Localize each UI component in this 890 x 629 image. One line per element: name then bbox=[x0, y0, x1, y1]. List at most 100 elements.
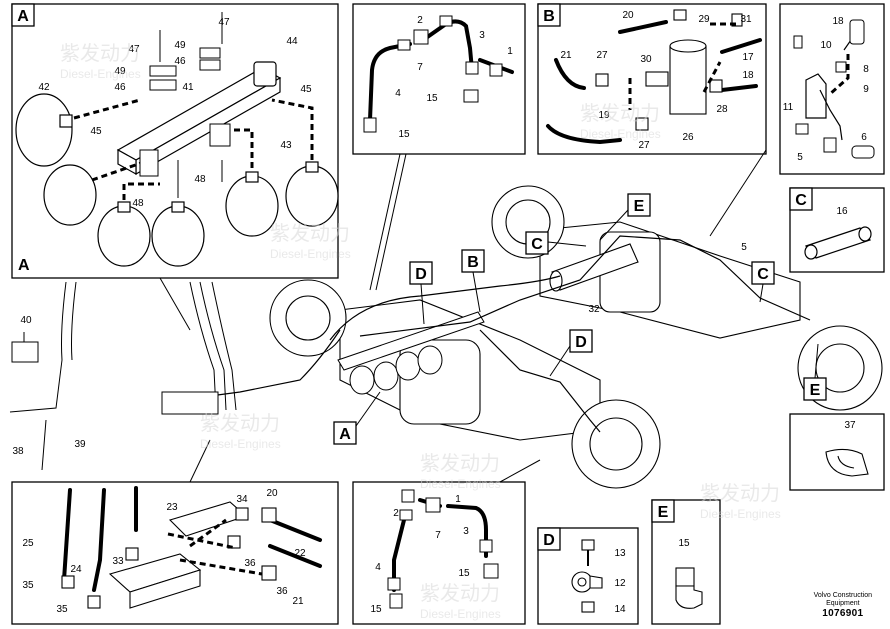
part-label: 2 bbox=[393, 508, 399, 519]
watermark-en: Diesel-Engines bbox=[270, 247, 351, 261]
brand-line-1: Volvo Construction bbox=[813, 592, 872, 599]
part-label: 16 bbox=[836, 206, 848, 217]
watermark-en: Diesel-Engines bbox=[200, 437, 281, 451]
part-label: 33 bbox=[112, 556, 124, 567]
main-part-numbers: 5 32 40 38 39 bbox=[12, 242, 747, 457]
part-label: 38 bbox=[12, 446, 24, 457]
panel-c: C 16 bbox=[789, 187, 885, 273]
part-label: 10 bbox=[820, 40, 832, 51]
right-top-dashed bbox=[829, 54, 850, 96]
bottom-left-part-numbers: 23 34 20 25 24 33 36 22 35 35 36 21 bbox=[22, 488, 306, 615]
part-label: 12 bbox=[614, 578, 626, 589]
panel-a-letter-bottom: A bbox=[18, 257, 30, 274]
axle-assembly: 5 32 40 38 39 bbox=[9, 185, 883, 489]
watermark-en: Diesel-Engines bbox=[60, 67, 141, 81]
part-label: 28 bbox=[716, 104, 728, 115]
part-label: 7 bbox=[435, 530, 441, 541]
part-label: 27 bbox=[638, 140, 650, 151]
part-label: 40 bbox=[20, 315, 32, 326]
panel-a: A A bbox=[11, 3, 339, 279]
callout-c-right: C bbox=[751, 261, 775, 303]
part-label: 29 bbox=[698, 14, 710, 25]
part-label: 45 bbox=[300, 84, 312, 95]
panel-a-part-numbers: 47 47 49 46 49 46 41 44 45 42 45 43 48 4… bbox=[38, 17, 312, 209]
top-pipe-part-numbers: 2 3 1 7 4 15 15 bbox=[395, 15, 513, 140]
part-label: 49 bbox=[114, 66, 126, 77]
cover-detail-panel: 37 bbox=[789, 413, 885, 491]
elbow-fitting bbox=[675, 567, 703, 609]
part-label: 15 bbox=[458, 568, 470, 579]
bracket-and-pipe bbox=[805, 29, 859, 141]
part-label: 36 bbox=[244, 558, 256, 569]
drawing-number: 1076901 bbox=[822, 608, 864, 619]
watermark-cn: 紫发动力 bbox=[60, 42, 140, 65]
part-label: 31 bbox=[740, 14, 752, 25]
bottom-pipe-part-numbers: 1 2 7 3 4 15 15 bbox=[370, 494, 470, 615]
callout-letter: D bbox=[415, 266, 427, 283]
watermark-cn: 紫发动力 bbox=[700, 482, 780, 505]
part-label: 34 bbox=[236, 494, 248, 505]
part-label: 44 bbox=[286, 36, 298, 47]
bottom-left-dashed bbox=[167, 518, 263, 576]
part-label: 46 bbox=[114, 82, 126, 93]
part-label: 17 bbox=[742, 52, 754, 63]
callout-a: A bbox=[333, 391, 381, 445]
panel-b-letter: B bbox=[543, 8, 555, 25]
panel-e: E 15 bbox=[651, 499, 721, 625]
part-label: 1 bbox=[455, 494, 461, 505]
part-label: 20 bbox=[266, 488, 278, 499]
part-label: 39 bbox=[74, 439, 86, 450]
callout-c-rear: C bbox=[525, 231, 587, 255]
part-label: 47 bbox=[218, 17, 230, 28]
callout-d-top: D bbox=[409, 261, 433, 325]
watermark-cn: 紫发动力 bbox=[420, 582, 500, 605]
right-top-fittings bbox=[793, 19, 875, 159]
part-label: 27 bbox=[596, 50, 608, 61]
panel-a-brackets bbox=[139, 12, 231, 198]
part-label: 18 bbox=[742, 70, 754, 81]
part-label: 6 bbox=[861, 132, 867, 143]
valve-block bbox=[61, 501, 277, 609]
part-label: 3 bbox=[479, 30, 485, 41]
panel-d-letter: D bbox=[543, 532, 555, 549]
wiring-harness bbox=[9, 281, 237, 471]
part-label: 11 bbox=[783, 102, 794, 113]
part-label: 20 bbox=[622, 10, 634, 21]
watermark-cn: 紫发动力 bbox=[580, 102, 660, 125]
callout-b: B bbox=[461, 249, 485, 313]
panel-d: D 13 12 14 bbox=[537, 527, 639, 625]
pipe-fittings bbox=[363, 15, 503, 133]
part-label: 21 bbox=[560, 50, 572, 61]
part-label: 22 bbox=[294, 548, 306, 559]
part-label: 8 bbox=[863, 64, 869, 75]
brand-line-2: Equipment bbox=[826, 600, 860, 607]
callout-letter: E bbox=[810, 382, 821, 399]
part-label: 45 bbox=[90, 126, 102, 137]
part-label: 48 bbox=[132, 198, 144, 209]
watermark-en: Diesel-Engines bbox=[580, 127, 661, 141]
part-label: 18 bbox=[832, 16, 844, 27]
brake-lines bbox=[179, 235, 811, 433]
callout-letter: B bbox=[467, 254, 479, 271]
part-label: 5 bbox=[797, 152, 803, 163]
part-label: 24 bbox=[70, 564, 82, 575]
panel-d-part-numbers: 13 12 14 bbox=[614, 548, 626, 615]
watermark-cn: 紫发动力 bbox=[270, 222, 350, 245]
panel-e-letter: E bbox=[658, 504, 669, 521]
part-label: 9 bbox=[863, 84, 869, 95]
hydraulic-hoses bbox=[62, 486, 322, 592]
callout-letter: A bbox=[339, 426, 351, 443]
hydraulic-manifold-block bbox=[116, 61, 282, 176]
part-label: 32 bbox=[588, 304, 600, 315]
callout-letter: E bbox=[634, 198, 645, 215]
part-label: 41 bbox=[182, 82, 194, 93]
watermark-en: Diesel-Engines bbox=[700, 507, 781, 521]
pipe-detail-panel-right-top: 18 10 8 9 11 5 6 bbox=[779, 3, 885, 175]
panel-b-part-numbers: 20 29 31 21 27 30 17 18 19 28 27 26 bbox=[560, 10, 754, 151]
part-label: 30 bbox=[640, 54, 652, 65]
watermark: 紫发动力 Diesel-Engines 紫发动力 Diesel-Engines … bbox=[60, 42, 781, 621]
part-label: 36 bbox=[276, 586, 288, 597]
part-label: 4 bbox=[375, 562, 381, 573]
part-label: 15 bbox=[678, 538, 690, 549]
